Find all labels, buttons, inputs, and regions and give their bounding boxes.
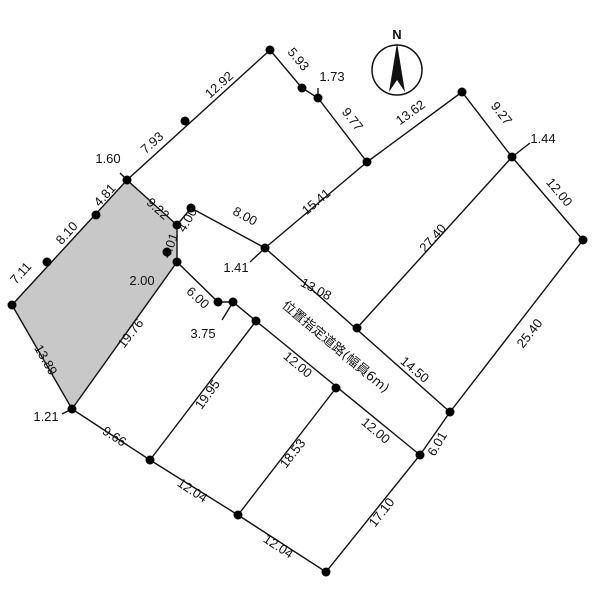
vertex <box>457 87 467 97</box>
vertex <box>362 157 372 167</box>
vertex <box>331 383 341 393</box>
dim-label: 9.66 <box>100 423 129 449</box>
dimension-labels: 12.92 5.93 1.73 9.77 13.62 9.27 1.44 12.… <box>7 45 576 562</box>
vertex <box>7 300 17 310</box>
dim-label: 12.00 <box>281 348 316 380</box>
dim-label: 27.40 <box>416 221 449 255</box>
vertex <box>186 203 196 213</box>
vertex <box>228 297 238 307</box>
compass-letter: N <box>392 27 401 42</box>
dim-label: 18.53 <box>277 436 309 471</box>
dim-label: 12.04 <box>261 531 296 561</box>
dim-label: 6.00 <box>184 284 213 312</box>
dim-label: 13.62 <box>393 97 428 128</box>
dim-label: 17.10 <box>366 495 398 530</box>
vertex <box>445 407 455 417</box>
vertex <box>42 257 52 267</box>
vertex <box>321 567 331 577</box>
vertex <box>260 243 270 253</box>
vertex <box>145 455 155 465</box>
road-label: 位置指定道路(幅員6m) <box>279 297 393 396</box>
vertex <box>162 247 172 257</box>
dim-label: 19.95 <box>192 377 223 412</box>
line-lot-east <box>126 179 178 226</box>
dim-label: 1.73 <box>319 69 344 84</box>
dim-label: 12.00 <box>543 175 575 210</box>
dim-label: 9.27 <box>488 99 515 128</box>
dim-label: 1.41 <box>223 260 248 275</box>
dim-label: 6.01 <box>424 429 450 458</box>
vertex <box>297 83 307 93</box>
dim-label: 7.11 <box>7 259 34 287</box>
vertex <box>352 323 362 333</box>
compass-needle-icon <box>389 43 405 92</box>
dim-label: 15.41 <box>299 185 334 217</box>
vertex <box>172 257 182 267</box>
line-west-north <box>11 48 584 573</box>
dim-label: 1.44 <box>530 131 555 146</box>
dim-label: 5.93 <box>285 45 313 74</box>
vertex <box>233 510 243 520</box>
dim-label: 13.08 <box>298 275 334 304</box>
dim-label: 25.40 <box>514 316 546 351</box>
dim-label: 8.00 <box>230 203 259 228</box>
highlighted-lot <box>12 180 177 409</box>
vertex <box>578 235 588 245</box>
line-north-divider <box>264 161 368 249</box>
vertex <box>213 297 223 307</box>
vertex <box>313 93 323 103</box>
vertex <box>172 220 182 230</box>
line-18-53 <box>237 387 337 516</box>
north-compass: N <box>371 27 423 96</box>
boundary-lines <box>11 48 584 573</box>
dim-label: 12.04 <box>175 475 210 505</box>
vertex <box>265 45 275 55</box>
line-lot-diag <box>71 261 178 410</box>
dim-label: 4.00 <box>174 205 200 234</box>
dim-label: 1.21 <box>33 409 58 424</box>
line-27-40 <box>356 156 513 329</box>
vertex <box>122 175 132 185</box>
line-top-road <box>176 207 451 413</box>
vertex-points <box>7 45 588 577</box>
vertex <box>507 152 517 162</box>
vertex <box>180 116 190 126</box>
dim-label: 3.75 <box>190 326 215 341</box>
vertex <box>91 210 101 220</box>
vertex <box>415 450 425 460</box>
vertex <box>67 404 77 414</box>
vertex <box>251 316 261 326</box>
dim-label: 7.93 <box>138 129 167 157</box>
line-19-95 <box>149 320 257 461</box>
dim-label: 2.00 <box>129 273 154 288</box>
dim-label: 1.60 <box>95 151 120 166</box>
